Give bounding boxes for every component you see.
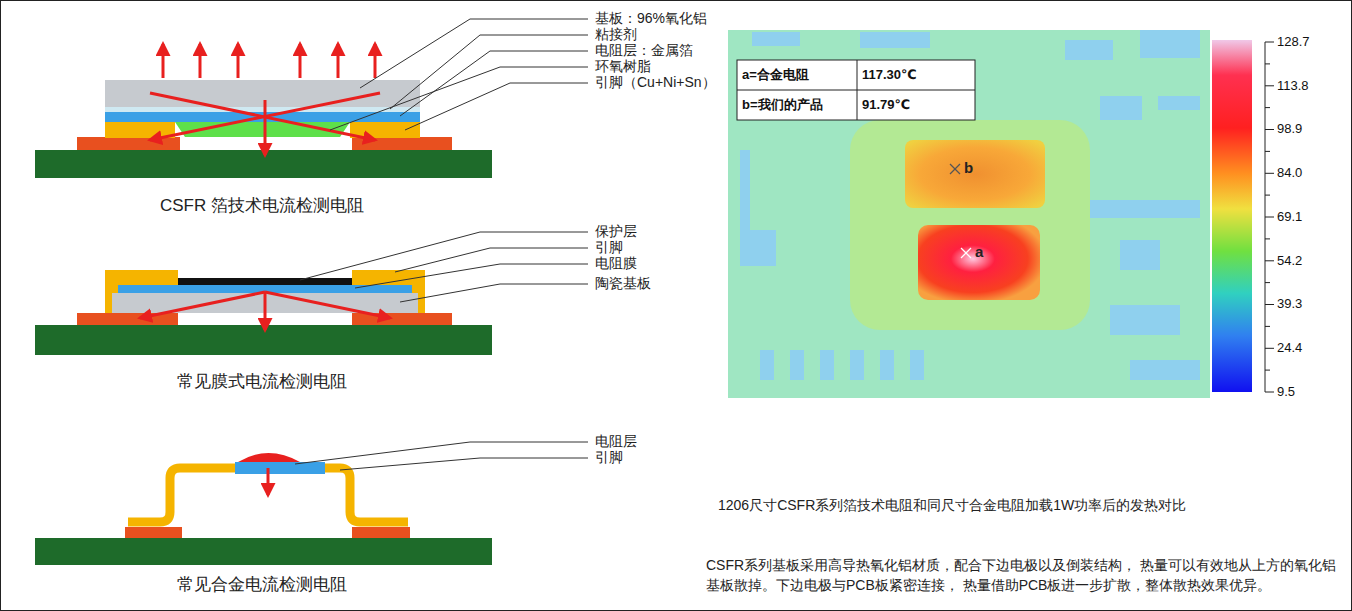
point-marker: a — [975, 243, 983, 261]
part-label: 引脚 — [595, 239, 623, 256]
scale-value: 24.4 — [1277, 340, 1302, 356]
table-cell: a=合金电阻 — [742, 67, 809, 83]
part-label: 引脚（Cu+Ni+Sn） — [595, 74, 716, 91]
description-text: CSFR系列基板采用高导热氧化铝材质，配合下边电极以及倒装结构， 热量可以有效地… — [706, 555, 1346, 596]
scale-value: 69.1 — [1277, 209, 1302, 225]
figure-caption: 1206尺寸CSFR系列箔技术电阻和同尺寸合金电阻加载1W功率后的发热对比 — [718, 497, 1186, 514]
part-label: 粘接剂 — [595, 26, 637, 43]
scale-value: 84.0 — [1277, 165, 1302, 181]
part-label: 陶瓷基板 — [595, 275, 651, 292]
scale-value: 39.3 — [1277, 296, 1302, 312]
table-cell: 117.30℃ — [862, 67, 917, 83]
figure-caption: 常见合金电流检测电阻 — [177, 575, 347, 595]
part-label: 环氧树脂 — [595, 58, 651, 75]
scale-value: 9.5 — [1277, 384, 1295, 400]
film-cross-section — [35, 232, 588, 355]
scale-value: 113.8 — [1277, 78, 1309, 94]
csfr-cross-section — [35, 19, 588, 178]
scale-value: 54.2 — [1277, 253, 1302, 269]
scale-value: 98.9 — [1277, 121, 1302, 137]
part-label: 保护层 — [595, 223, 637, 240]
thermal-image — [728, 30, 1274, 398]
part-label: 引脚 — [595, 449, 623, 466]
alloy-cross-section — [35, 442, 588, 565]
part-label: 电阻层 — [595, 433, 637, 450]
figure-caption: 常见膜式电流检测电阻 — [177, 372, 347, 392]
part-label: 基板：96%氧化铝 — [595, 10, 707, 27]
scale-value: 128.7 — [1277, 34, 1310, 50]
point-marker: b — [964, 159, 973, 177]
table-cell: 91.79℃ — [862, 97, 910, 113]
part-label: 电阻膜 — [595, 255, 637, 272]
part-label: 电阻层：金属箔 — [595, 42, 693, 59]
figure-caption: CSFR 箔技术电流检测电阻 — [160, 196, 364, 216]
table-cell: b=我们的产品 — [742, 97, 823, 113]
